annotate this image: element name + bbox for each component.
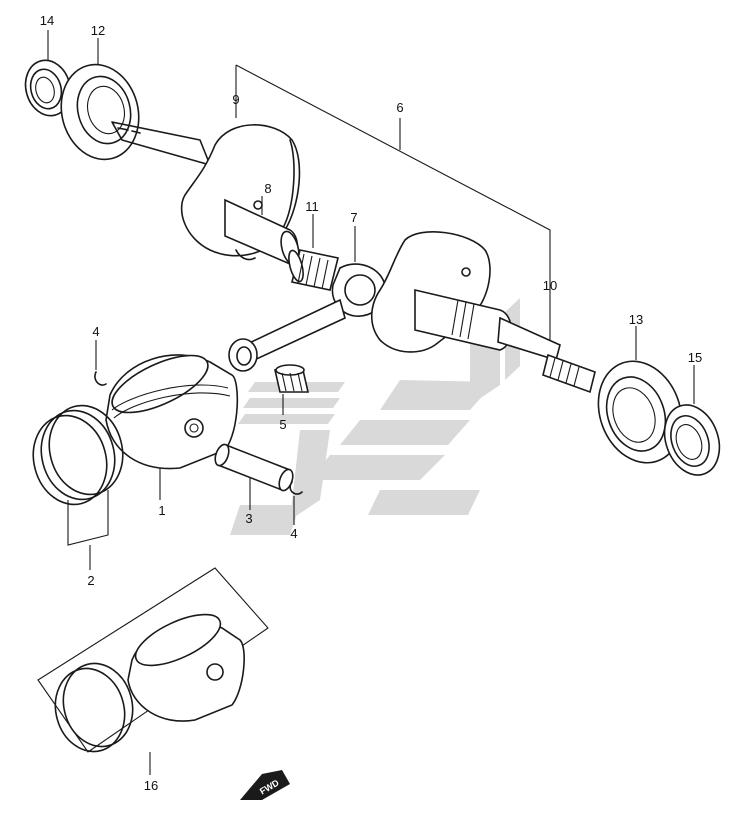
part-15-oil-seal: [663, 404, 721, 476]
callout-16: 16: [144, 778, 158, 793]
part-1-piston: [105, 354, 239, 470]
callout-11: 11: [305, 199, 319, 214]
callout-6: 6: [396, 100, 403, 115]
callout-12: 12: [91, 23, 105, 38]
part-14-oil-seal: [24, 59, 72, 117]
callout-13: 13: [629, 312, 643, 327]
leader-lines: [47, 30, 695, 570]
assembly-bracket: [235, 64, 551, 345]
part-16-piston-kit: [37, 567, 269, 775]
crankshaft-left-half: [111, 121, 301, 266]
callout-1: 1: [158, 503, 165, 518]
callout-9: 9: [232, 92, 239, 107]
callout-7: 7: [350, 210, 357, 225]
callout-15: 15: [688, 350, 702, 365]
callout-3: 3: [245, 511, 252, 526]
forward-direction-badge: FWD: [240, 770, 290, 800]
part-11-needle-bearing: [288, 249, 339, 291]
callout-labels: 14 12 9 6 8 11 7 10 13 15 4 5 1 3 4 2 16: [40, 13, 702, 793]
callout-4-upper: 4: [92, 324, 99, 339]
watermark-logo: [230, 298, 520, 535]
part-7-connecting-rod: [228, 263, 387, 372]
callout-4-lower: 4: [290, 526, 297, 541]
part-4-circlip-upper: [94, 371, 107, 386]
callout-10: 10: [543, 278, 557, 293]
part-3-piston-pin: [214, 443, 294, 492]
callout-5: 5: [279, 417, 286, 432]
crankshaft-right-half: [370, 231, 596, 394]
callout-8: 8: [264, 181, 271, 196]
callout-2: 2: [87, 573, 94, 588]
callout-14: 14: [40, 13, 54, 28]
part-2-piston-rings: [32, 404, 124, 546]
part-5-small-end-bearing: [273, 364, 310, 393]
part-13-bearing: [597, 360, 683, 464]
